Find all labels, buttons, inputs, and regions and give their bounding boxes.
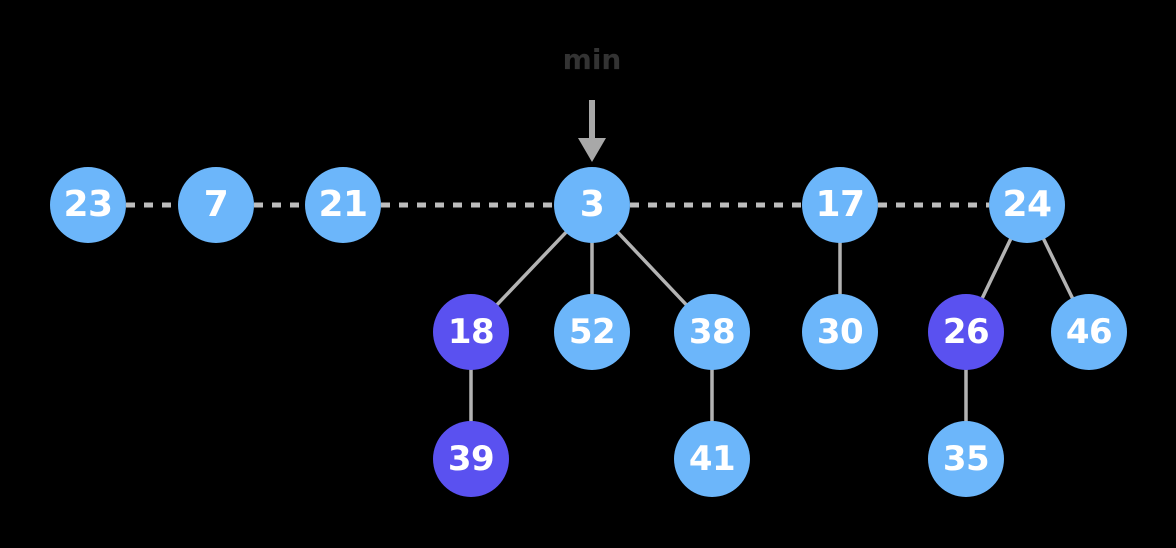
heap-node-value: 18	[447, 312, 495, 352]
heap-node-7[interactable]: 7	[178, 167, 254, 243]
heap-node-24[interactable]: 24	[989, 167, 1065, 243]
min-arrow-head	[578, 138, 606, 162]
heap-node-value: 7	[203, 184, 229, 225]
parent-child-edges	[469, 230, 1075, 424]
edge-n24-n26	[980, 236, 1013, 301]
edge-n3-n38	[615, 230, 689, 307]
heap-node-3[interactable]: 3	[554, 167, 630, 243]
heap-node-21[interactable]: 21	[305, 167, 381, 243]
heap-node-26[interactable]: 26	[928, 294, 1004, 370]
heap-node-value: 35	[942, 439, 990, 479]
heap-node-value: 3	[579, 184, 605, 225]
heap-node-value: 30	[816, 312, 864, 352]
heap-node-value: 52	[568, 312, 616, 352]
heap-node-value: 21	[318, 184, 368, 225]
heap-node-value: 41	[688, 439, 736, 479]
edge-n24-n46	[1041, 236, 1075, 301]
heap-node-41[interactable]: 41	[674, 421, 750, 497]
heap-node-value: 24	[1002, 184, 1052, 225]
heap-node-35[interactable]: 35	[928, 421, 1004, 497]
heap-node-value: 17	[815, 184, 865, 225]
heap-node-value: 26	[942, 312, 990, 352]
edge-n3-n18	[494, 230, 569, 307]
heap-node-23[interactable]: 23	[50, 167, 126, 243]
heap-node-30[interactable]: 30	[802, 294, 878, 370]
heap-node-value: 39	[447, 439, 495, 479]
heap-node-39[interactable]: 39	[433, 421, 509, 497]
heap-node-18[interactable]: 18	[433, 294, 509, 370]
heap-node-value: 23	[63, 184, 113, 225]
heap-node-17[interactable]: 17	[802, 167, 878, 243]
heap-node-52[interactable]: 52	[554, 294, 630, 370]
heap-node-46[interactable]: 46	[1051, 294, 1127, 370]
min-annotation-label: min	[562, 43, 622, 76]
heap-node-value: 46	[1065, 312, 1113, 352]
heap-node-38[interactable]: 38	[674, 294, 750, 370]
heap-node-value: 38	[688, 312, 736, 352]
min-pointer-arrow	[578, 100, 606, 162]
